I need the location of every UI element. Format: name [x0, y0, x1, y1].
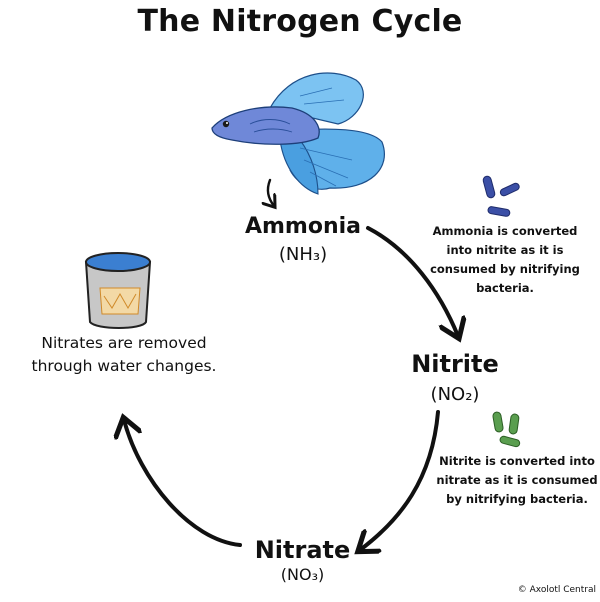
nitrite-to-nitrate-arrow: [360, 410, 440, 550]
copyright-credit: © Axolotl Central: [517, 585, 596, 595]
ammonia-label: Ammonia: [244, 214, 362, 239]
ammonia-conversion-note: Ammonia is converted into nitrite as it …: [430, 224, 580, 295]
fish-illustration: [211, 72, 385, 195]
ammonia-formula: (NH₃): [278, 244, 328, 265]
nitrate-label: Nitrate: [254, 536, 351, 564]
nitrite-conversion-note: Nitrite is converted into nitrate as it …: [436, 454, 598, 506]
diagram-title: The Nitrogen Cycle: [137, 4, 463, 39]
nitrate-formula: (NO₃): [280, 565, 325, 584]
fish-to-ammonia-arrow: [268, 178, 274, 206]
nitrate-removal-note: Nitrates are removed through water chang…: [31, 334, 217, 375]
ammonia-to-nitrite-arrow: [366, 226, 458, 336]
nitrate-to-removal-arrow: [124, 420, 242, 547]
bucket-illustration: [84, 252, 152, 329]
nitrite-formula: (NO₂): [430, 384, 480, 405]
nitrite-label: Nitrite: [411, 350, 499, 378]
bacteria-blue-cluster: [482, 175, 520, 217]
bacteria-green-cluster: [492, 411, 521, 448]
